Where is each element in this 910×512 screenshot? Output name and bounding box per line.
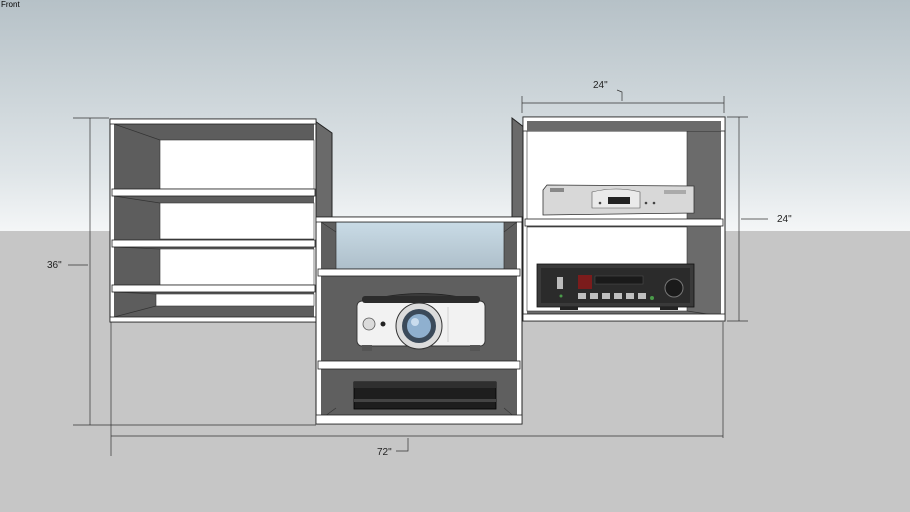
- set-top-box[interactable]: [542, 184, 695, 216]
- dvd-player[interactable]: [353, 381, 497, 410]
- dimension-lines[interactable]: [68, 89, 768, 456]
- dimension-side-height: 24": [777, 214, 792, 225]
- projector[interactable]: [356, 293, 486, 352]
- left-bookcase[interactable]: [109, 118, 333, 323]
- view-label: Front: [1, 0, 20, 9]
- dimension-overall-height: 36": [47, 260, 62, 271]
- dimension-top-width: 24": [593, 80, 608, 91]
- av-receiver[interactable]: [536, 263, 695, 310]
- dimension-overall-width: 72": [377, 447, 392, 458]
